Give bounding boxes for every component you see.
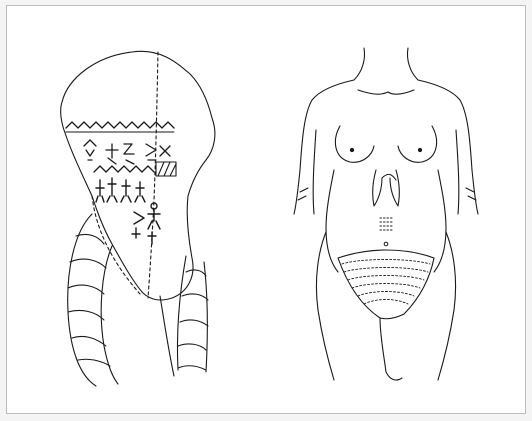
head-outline [61,51,215,300]
lower-abdomen-outline [338,250,434,319]
breast-right [398,126,437,162]
hip-right [438,232,456,380]
abdominal-marks [380,218,394,246]
tattoo-figures [96,178,160,244]
right-panel-female-torso [294,48,478,380]
right-horn [160,256,208,376]
tattoo-glyph-row [84,140,170,164]
neck-outline [354,48,365,80]
torso-left-side [326,170,338,272]
left-panel-carved-head [61,51,215,386]
zigzag-band [66,122,174,128]
shoulders [294,80,354,214]
breast-left [335,126,374,162]
hip-left [316,232,334,380]
left-horn [68,214,118,386]
lower-abdomen-pattern [342,260,430,305]
torso-right-side [434,170,446,272]
